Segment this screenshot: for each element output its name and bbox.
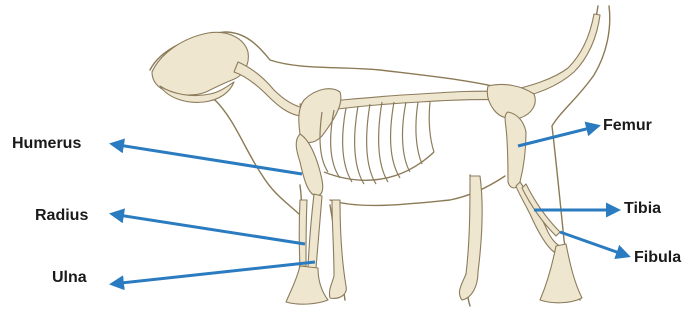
front-paw [286,266,328,304]
femur-bone [505,112,526,188]
skull [152,32,248,95]
arrow-ulna [112,262,315,284]
label-ulna: Ulna [52,270,87,286]
arrow-humerus [112,144,302,174]
label-radius: Radius [35,208,88,224]
arrow-fibula [560,232,628,256]
label-fibula: Fibula [634,250,681,266]
arrow-radius [112,214,305,244]
hind-leg-far [459,176,482,300]
arrow-femur [518,126,598,146]
radius-bone [308,194,322,268]
label-femur: Femur [603,118,652,134]
label-tibia: Tibia [624,201,661,217]
cervical-spine [234,62,304,116]
label-humerus: Humerus [12,136,81,152]
ulna-bone [299,200,307,266]
ribcage [320,102,434,184]
front-leg-far [329,200,346,298]
tibia-bone [516,182,560,252]
hind-paw [540,244,582,303]
